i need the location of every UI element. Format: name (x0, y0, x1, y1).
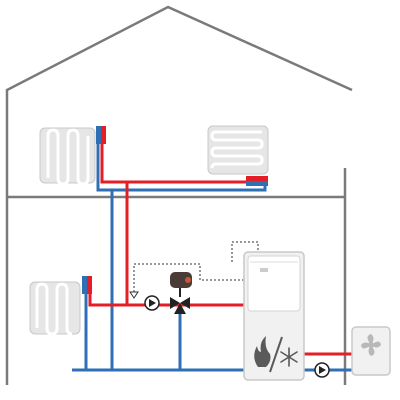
heat-pump-outdoor-unit (351, 326, 391, 376)
manifold-upper-right (246, 176, 268, 186)
valve-actuator (170, 272, 192, 297)
unit-slash (269, 336, 283, 373)
snowflake-icon (280, 347, 298, 367)
radiator-upper-left (39, 127, 96, 186)
circulation-pump-outdoor (314, 362, 330, 378)
house-outline (5, 5, 353, 385)
manifold-upper-left (96, 126, 106, 144)
control-line-outdoor (231, 241, 259, 262)
heat-pump-indoor-unit (243, 251, 305, 381)
supply-pipe-upper (100, 128, 250, 184)
manifold-lower-left (82, 276, 92, 294)
control-line-sensor (133, 263, 244, 292)
radiator-lower-left (29, 281, 81, 336)
flame-icon (254, 336, 271, 367)
house-roof-and-walls (5, 5, 353, 385)
underfloor-heating-coil-upper-right (207, 125, 269, 175)
circulation-pump-heating (144, 295, 160, 311)
three-way-mixing-valve (170, 297, 190, 314)
fan-icon (361, 334, 381, 356)
control-wiring (133, 241, 259, 292)
temperature-sensor (129, 291, 139, 299)
